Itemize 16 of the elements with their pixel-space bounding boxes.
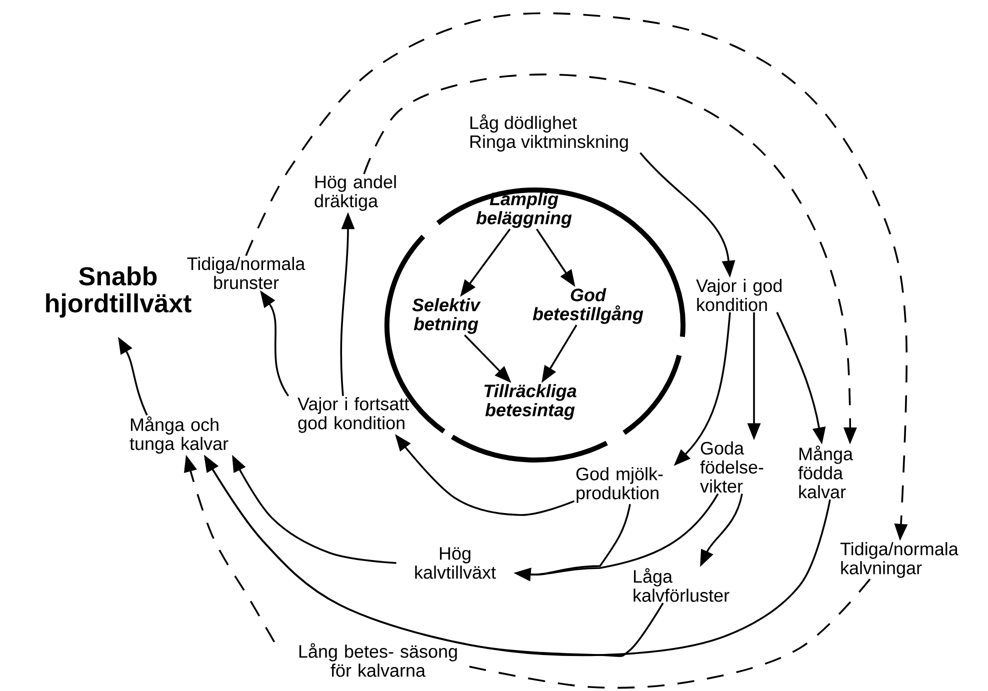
statement-text: Vajor i fortsatt god kondition bbox=[298, 397, 410, 433]
statement-text: Lång betes- säsong för kalvarna bbox=[299, 643, 457, 677]
factor-text: Tillräckliga betesintag bbox=[484, 384, 576, 420]
statement-text: Hög andel dräktiga bbox=[314, 175, 396, 211]
dashed-connector-line bbox=[466, 578, 871, 689]
statement-text: Goda födelse- vikter bbox=[700, 441, 764, 493]
statement-text: God mjölk- produktion bbox=[576, 467, 663, 503]
statement-text: Många födda kalvar bbox=[798, 446, 854, 498]
factor-text: Selektiv betning bbox=[412, 298, 481, 334]
statement-text: Tidiga/normala kalvningar bbox=[840, 542, 958, 578]
statement-text: Vajor i god kondition bbox=[696, 278, 782, 312]
statement-text: Hög kalvtillväxt bbox=[415, 547, 496, 579]
statement-text: Låg dödlighet Ringa viktminskning bbox=[470, 114, 628, 152]
factor-text: God betestillgång bbox=[532, 288, 644, 324]
statement-text: Låga kalvförluster bbox=[634, 568, 730, 602]
statement-text: Många och tunga kalvar bbox=[130, 416, 228, 454]
